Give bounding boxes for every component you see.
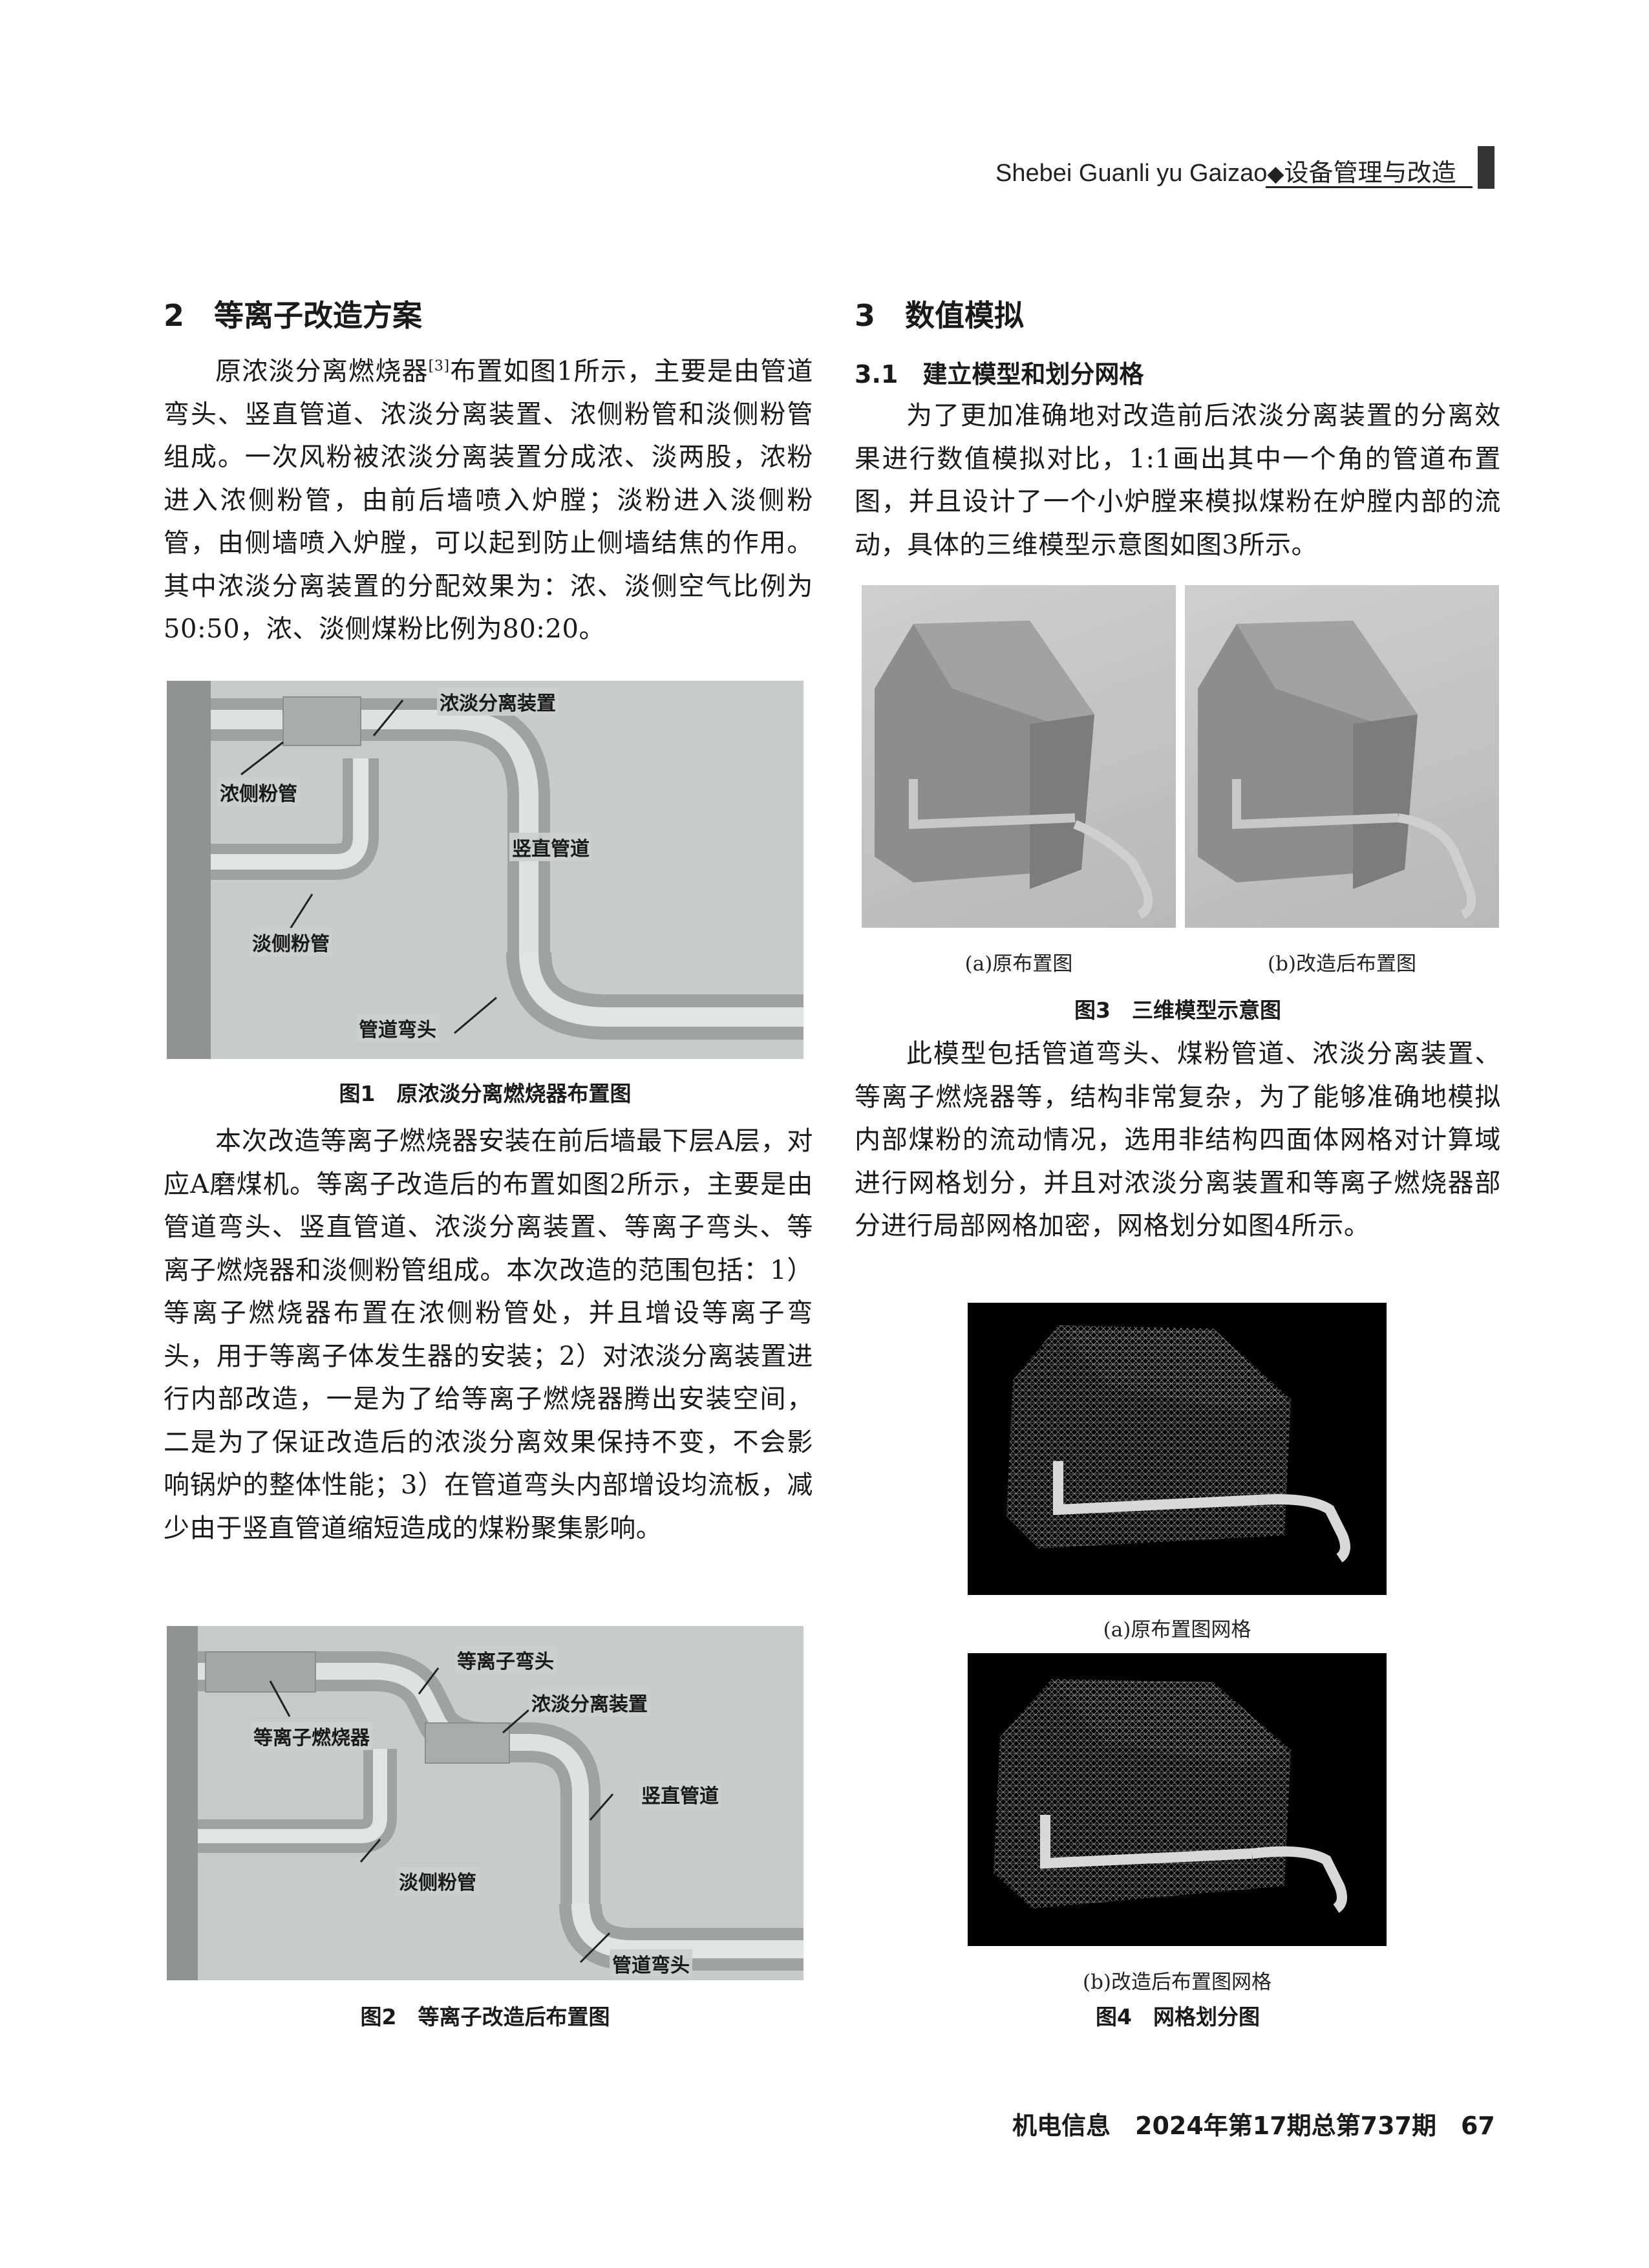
figure-3a-image [862,585,1176,928]
header-underline [1266,186,1473,188]
header-bar [1478,146,1495,189]
figure-3b-image [1185,585,1499,928]
fig1-label-lean-pipe: 淡侧粉管 [250,928,332,956]
fig2-label-lean-pipe: 淡侧粉管 [396,1867,479,1895]
figure-3a-drawing [875,621,1153,919]
section-2-para-1: 原浓淡分离燃烧器[3]布置如图1所示，主要是由管道弯头、竖直管道、浓淡分离装置、… [164,345,813,651]
figure-4-caption: 图4 网格划分图 [1096,2004,1260,2029]
section-3-title: 3 数值模拟 [855,298,1025,333]
fig1-label-vertical: 竖直管道 [509,833,592,861]
section-3-para-2: 此模型包括管道弯头、煤粉管道、浓淡分离装置、等离子燃烧器等，结构非常复杂，为了能… [855,1032,1501,1248]
figure-4b-drawing [994,1679,1347,1913]
section-2-para-2: 本次改造等离子燃烧器安装在前后墙最下层A层，对应A磨煤机。等离子改造后的布置如图… [164,1120,813,1550]
figure-4b-subcaption: (b)改造后布置图网格 [1082,1971,1272,1994]
fig2-label-elbow: 管道弯头 [610,1949,692,1978]
fig2-label-vertical: 竖直管道 [639,1780,721,1808]
header-column-title: 设备管理与改造 [1284,160,1456,187]
figure-4a-image [968,1303,1387,1595]
para-1-start: 原浓淡分离燃烧器 [215,356,429,387]
figure-3b-subcaption: (b)改造后布置图 [1267,952,1417,976]
page-footer: 机电信息 2024年第17期总第737期 67 [1012,2112,1495,2140]
figure-2-caption: 图2 等离子改造后布置图 [360,2004,610,2029]
furnace-wall [167,681,211,1059]
figure-1-drawing [167,681,803,1059]
subsection-3-1-title: 3.1 建立模型和划分网格 [855,360,1144,389]
section-3-para-1: 为了更加准确地对改造前后浓淡分离装置的分离效果进行数值模拟对比，1:1画出其中一… [855,394,1501,566]
figure-3a-subcaption: (a)原布置图 [964,952,1073,976]
figure-3b-drawing [1198,621,1476,919]
para-2-text: 本次改造等离子燃烧器安装在前后墙最下层A层，对应A磨煤机。等离子改造后的布置如图… [164,1126,813,1543]
figure-1-image: 浓淡分离装置 浓侧粉管 竖直管道 淡侧粉管 管道弯头 [167,681,803,1059]
citation-ref: [3] [428,358,450,374]
furnace-wall [167,1626,198,1980]
figure-4a-drawing [1006,1325,1350,1563]
figure-2-image: 等离子弯头 等离子燃烧器 浓淡分离装置 竖直管道 淡侧粉管 管道弯头 [167,1626,803,1980]
fig2-label-separator: 浓淡分离装置 [529,1688,650,1717]
figure-3-caption: 图3 三维模型示意图 [1074,998,1281,1023]
figure-2-drawing [167,1626,803,1980]
para-1-rest: 布置如图1所示，主要是由管道弯头、竖直管道、浓淡分离装置、浓侧粉管和淡侧粉管组成… [164,356,813,645]
fig1-label-elbow: 管道弯头 [356,1014,439,1042]
diamond-icon: ◆ [1267,162,1284,186]
fig2-label-plasma-elbow: 等离子弯头 [454,1645,557,1674]
figure-1-caption: 图1 原浓淡分离燃烧器布置图 [339,1081,632,1106]
figure-4a-subcaption: (a)原布置图网格 [1103,1618,1251,1642]
fig1-label-separator: 浓淡分离装置 [437,687,559,716]
para-3-1-text: 为了更加准确地对改造前后浓淡分离装置的分离效果进行数值模拟对比，1:1画出其中一… [855,401,1501,560]
fig1-label-rich-pipe: 浓侧粉管 [217,778,300,806]
header-pinyin: Shebei Guanli yu Gaizao [995,160,1268,187]
running-header: Shebei Guanli yu Gaizao◆设备管理与改造 [995,153,1456,188]
section-2-title: 2 等离子改造方案 [164,298,423,333]
fig2-label-plasma-burner: 等离子燃烧器 [251,1722,372,1750]
para-3-2-text: 此模型包括管道弯头、煤粉管道、浓淡分离装置、等离子燃烧器等，结构非常复杂，为了能… [855,1039,1501,1241]
figure-4b-image [968,1653,1387,1946]
